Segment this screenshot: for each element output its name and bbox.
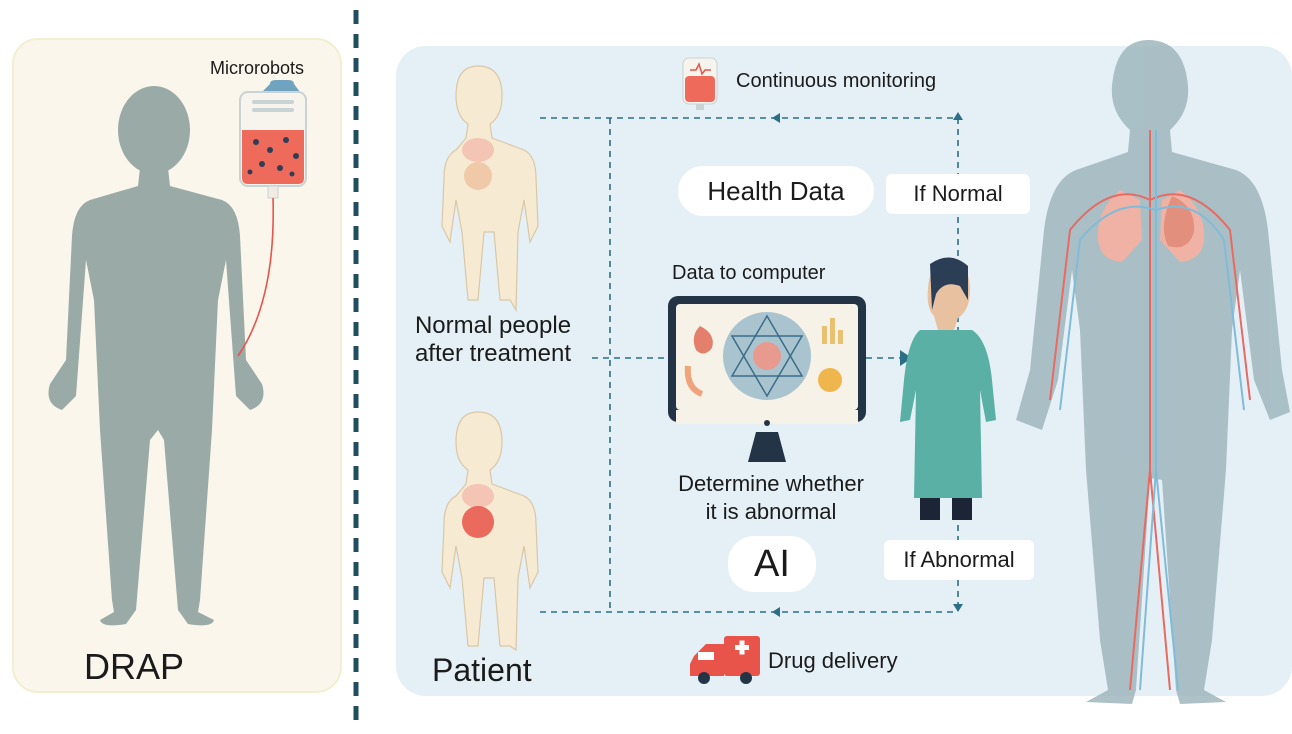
data-to-computer-label: Data to computer [672, 262, 826, 284]
determine-abnormal-label: Determine whether it is abnormal [656, 470, 886, 526]
if-abnormal-tag: If Abnormal [884, 540, 1034, 580]
health-data-label: Health Data [707, 175, 845, 206]
ai-pill: AI [728, 536, 816, 592]
if-normal-label: If Normal [913, 181, 1003, 206]
determine-line-1: Determine whether [678, 471, 864, 496]
continuous-monitoring-label: Continuous monitoring [736, 70, 937, 92]
if-normal-tag: If Normal [886, 174, 1030, 214]
if-abnormal-label: If Abnormal [903, 547, 1015, 572]
normal-person-figure [441, 65, 539, 313]
normal-people-line-2: after treatment [414, 340, 572, 367]
patient-figure [441, 411, 539, 652]
monitoring-bag-icon [682, 57, 718, 110]
microrobots-label: Microrobots [210, 58, 305, 78]
iv-bag-icon [237, 80, 307, 357]
doctor-figure [900, 257, 996, 520]
ambulance-icon [690, 636, 760, 684]
health-data-pill: Health Data [678, 166, 874, 216]
human-silhouette [48, 86, 264, 626]
patient-label: Patient [432, 652, 532, 688]
drug-delivery-label: Drug delivery [768, 648, 898, 673]
ai-label: AI [754, 542, 790, 585]
monitor-icon [668, 296, 866, 462]
normal-people-label: Normal people after treatment [400, 312, 586, 368]
circulatory-anatomy-figure [1016, 40, 1290, 704]
determine-line-2: it is abnormal [705, 499, 837, 524]
normal-people-line-1: Normal people [414, 312, 572, 339]
drap-title: DRAP [84, 646, 185, 687]
